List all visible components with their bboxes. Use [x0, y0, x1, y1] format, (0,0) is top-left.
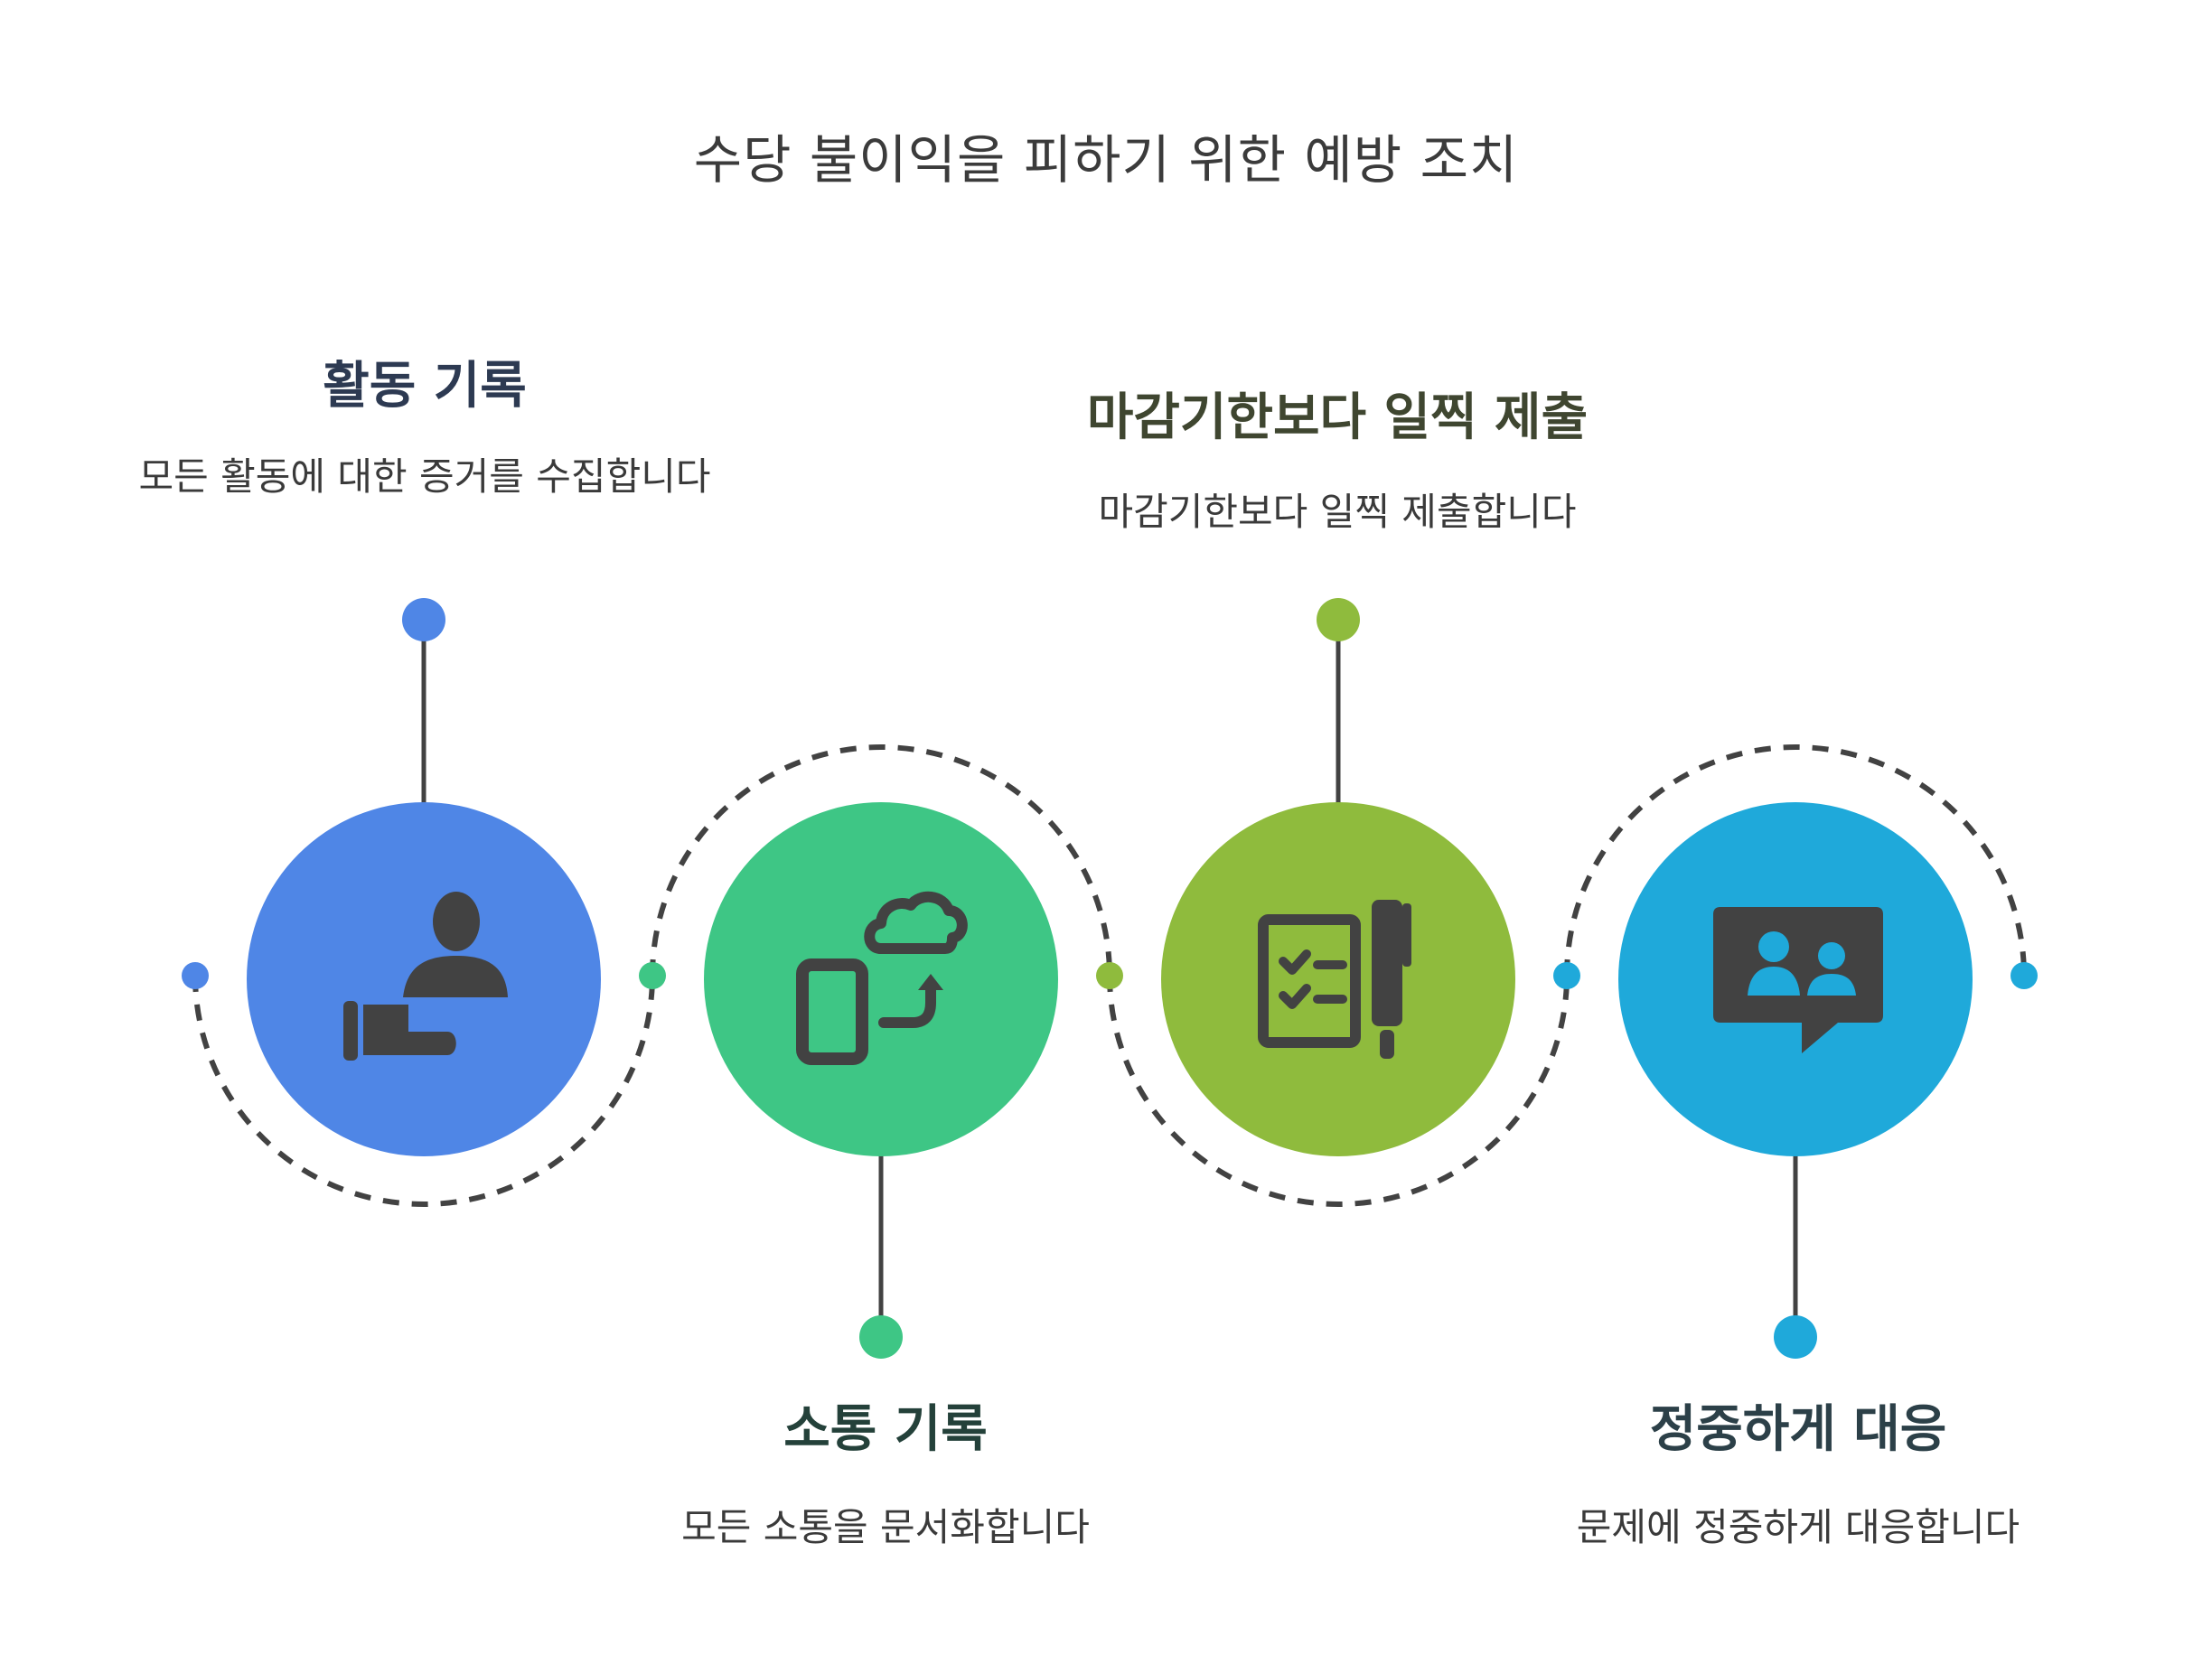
checklist-pen-icon: [1258, 900, 1411, 1059]
dashed-arc-1: [192, 975, 655, 1207]
stem-dot-3: [1317, 598, 1360, 641]
dashed-connectors: [192, 744, 2027, 1207]
person-hand-icon: [343, 892, 508, 1061]
arc-dot-4: [1553, 962, 1580, 989]
dashed-arc-3: [1107, 975, 1570, 1207]
arc-dot-5: [2010, 962, 2038, 989]
step-4-description: 문제에 정중하게 대응합니다: [1576, 1505, 2020, 1549]
step-1-label: 활동 기록 모든 활동에 대한 증거를 수집합니다: [127, 357, 723, 501]
arc-dot-2: [639, 962, 666, 989]
step-3-description: 마감기한보다 일찍 제출합니다: [1098, 490, 1577, 534]
stem-dot-2: [859, 1315, 903, 1359]
step-1-description: 모든 활동에 대한 증거를 수집합니다: [138, 454, 711, 499]
step-3-heading: 마감기한보다 일찍 제출: [1086, 388, 1589, 447]
arc-dot-1: [182, 962, 209, 989]
dashed-arc-2: [650, 744, 1112, 977]
step-4-heading: 정중하게 대응: [1649, 1400, 1947, 1459]
diagram-title: 수당 불이익을 피하기 위한 예방 조치: [693, 129, 1519, 191]
dashed-arc-4: [1564, 744, 2027, 977]
step-2-label: 소통 기록 모든 소통을 문서화합니다: [596, 1400, 1175, 1552]
step-3-label: 마감기한보다 일찍 제출 마감기한보다 일찍 제출합니다: [1039, 388, 1636, 537]
chat-people-icon: [1713, 907, 1883, 1053]
phone-cloud-sync-icon: [796, 892, 968, 1065]
stem-dot-4: [1774, 1315, 1817, 1359]
step-2-heading: 소통 기록: [783, 1400, 988, 1459]
step-1-heading: 활동 기록: [323, 357, 527, 416]
step-circle-2: [704, 802, 1058, 1156]
arc-dot-3: [1096, 962, 1123, 989]
stem-dot-1: [402, 598, 445, 641]
step-circle-3: [1161, 802, 1515, 1156]
step-2-description: 모든 소통을 문서화합니다: [681, 1505, 1090, 1549]
step-4-label: 정중하게 대응 문제에 정중하게 대응합니다: [1500, 1400, 2096, 1552]
